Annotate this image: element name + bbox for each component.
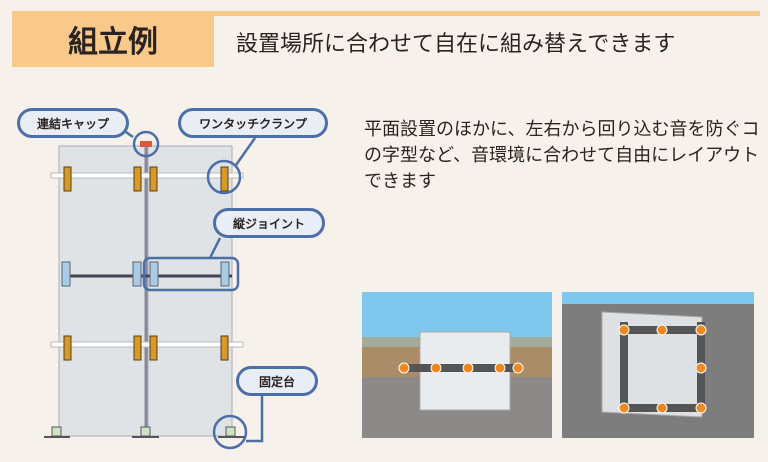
section-title: 設置場所に合わせて自在に組み替えできます — [236, 32, 676, 57]
description: 平面設置のほかに、左右から回り込む音を防ぐコの字型など、音環境に合わせて自由にレ… — [364, 119, 760, 192]
label-coupling-cap: 連結キャップ — [17, 108, 129, 138]
flat-layout-photo — [362, 292, 552, 438]
label-one-touch-clamp: ワンタッチクランプ — [178, 108, 328, 138]
u-shape-layout-photo — [562, 292, 754, 438]
header-rule — [210, 11, 760, 16]
label-fixed-base: 固定台 — [236, 366, 318, 396]
label-vertical-joint: 縦ジョイント — [213, 208, 325, 238]
section-tag: 組立例 — [12, 11, 214, 67]
